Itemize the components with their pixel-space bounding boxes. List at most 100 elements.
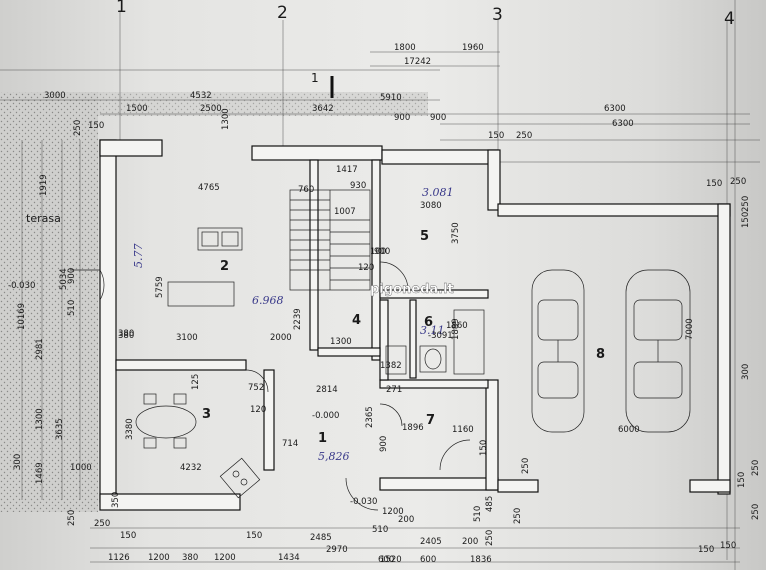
dimensions-inner-label: 2000: [270, 333, 292, 343]
car-right: [625, 269, 691, 433]
dimensions-inner-label: 271: [386, 385, 402, 395]
handwritten-note-3: 3.081: [422, 186, 454, 199]
dimensions-left-label: 380: [118, 329, 134, 339]
dimensions-top-label: 17242: [404, 57, 431, 67]
dimensions-inner-label: 760: [298, 185, 314, 195]
dimensions-inner-label: 3100: [176, 333, 198, 343]
dimensions-left-label: 250: [67, 510, 77, 526]
room-label-3: 3: [202, 407, 211, 422]
dimensions-inner-label: 900: [374, 247, 390, 257]
dimensions-bottom-label: 1836: [470, 555, 492, 565]
dimensions-right-label: 250: [741, 196, 751, 212]
dimensions-inner-label: 1860: [446, 321, 468, 331]
dimensions-inner-label: 900: [379, 436, 389, 452]
dimensions-top-label: 900: [430, 113, 446, 123]
room-label-4: 4: [352, 313, 361, 328]
dimensions-inner-label: 3750: [451, 222, 461, 244]
watermark: pigoneda.lt: [370, 282, 454, 297]
dimensions-inner-label: 4232: [180, 463, 202, 473]
dimensions-top-label: 6300: [604, 104, 626, 114]
dimensions-bottom-label: 1126: [108, 553, 130, 563]
dimensions-bottom-label: 150: [246, 531, 262, 541]
dimensions-right-label: 250: [521, 458, 531, 474]
dimension-lines-left: [21, 140, 81, 500]
dimensions-bottom-label: 200: [462, 537, 478, 547]
dimensions-right-label: 250: [730, 177, 746, 187]
dimensions-bottom-label: 250: [513, 508, 523, 524]
terrace-top-strip: [98, 92, 428, 116]
dimensions-inner-label: 3080: [420, 201, 442, 211]
axis-label-2: 2: [277, 3, 288, 23]
handwritten-note-1: 5.77: [132, 244, 145, 269]
handwritten-note-2: 6.968: [252, 294, 284, 307]
dimensions-bottom-label: 600: [420, 555, 436, 565]
dimensions-right-label: 150: [706, 179, 722, 189]
dimensions-top-label: 1800: [394, 43, 416, 53]
dimensions-left-label: 1300: [35, 408, 45, 430]
dimensions-bottom-label: 380: [182, 553, 198, 563]
dimensions-inner-label: 4765: [198, 183, 220, 193]
bathroom-fixtures: [385, 309, 485, 375]
dimensions-bottom-label: 150: [120, 531, 136, 541]
dimensions-bottom-label: 485: [485, 496, 495, 512]
dimension-lines-top: [0, 51, 760, 163]
dimensions-bottom-label: 1520: [380, 555, 402, 565]
dimensions-bottom-label: 2405: [420, 537, 442, 547]
axis-label-3: 3: [492, 5, 503, 25]
dimensions-left-label: 510: [67, 300, 77, 316]
exterior-walls: [99, 139, 731, 511]
dimensions-bottom-label: 510: [372, 525, 388, 535]
dimension-lines-bottom: [90, 527, 740, 563]
dimensions-inner-label: 1417: [336, 165, 358, 175]
dimensions-inner-label: 5759: [155, 276, 165, 298]
dimensions-inner-label: -3091: [428, 331, 453, 341]
dimensions-inner-label: 1382: [380, 361, 402, 371]
living-furniture: [167, 227, 243, 307]
dimensions-inner-label: 714: [282, 439, 298, 449]
dimensions-inner-label: 1300: [330, 337, 352, 347]
dimensions-inner-label: 2365: [365, 406, 375, 428]
dimensions-top-label: 3642: [312, 104, 334, 114]
dimensions-top-label: 6300: [612, 119, 634, 129]
dimensions-inner-label: 930: [350, 181, 366, 191]
dimensions-left-label: 2981: [35, 338, 45, 360]
dimensions-bottom-label: 250: [94, 519, 110, 529]
dimensions-top-label: 5910: [380, 93, 402, 103]
dimensions-bottom-label: 1434: [278, 553, 300, 563]
elevation-hall: -0.000: [312, 411, 339, 421]
dimensions-left-label: 1469: [35, 462, 45, 484]
dimensions-left-label: 300: [13, 454, 23, 470]
dimensions-top-label: 150: [488, 131, 504, 141]
dimensions-inner-label: 600: [378, 555, 394, 565]
dimensions-left-label: 900: [67, 268, 77, 284]
dimensions-left-label: 350: [111, 492, 121, 508]
dimensions-left-label: 5034: [59, 268, 69, 290]
handwritten-note-4: 3.11: [420, 324, 445, 337]
room-label-7: 7: [426, 413, 435, 428]
dimensions-top-label: 250: [516, 131, 532, 141]
handwritten-note-5: 5,826: [318, 450, 350, 463]
dimensions-bottom-label: 2970: [326, 545, 348, 555]
dimensions-top-label: 1500: [126, 104, 148, 114]
elevation-left: -0.030: [8, 281, 35, 291]
dimensions-inner-label: 1889: [451, 318, 461, 340]
kitchen-stove: [219, 457, 261, 499]
dimensions-top-label: 3000: [44, 91, 66, 101]
dimensions-bottom-label: 1200: [214, 553, 236, 563]
dimensions-inner-label: 6000: [618, 425, 640, 435]
dimensions-top-label: 150: [88, 121, 104, 131]
axis-label-1: 1: [116, 0, 127, 17]
door-swings: [70, 261, 471, 511]
dimensions-inner-label: 1896: [402, 423, 424, 433]
dimensions-left-label: 3635: [55, 418, 65, 440]
dimensions-inner-label: 120: [358, 263, 374, 273]
room-label-5: 5: [420, 229, 429, 244]
dimensions-top-label: 900: [394, 113, 410, 123]
dimensions-right-label: 150: [720, 541, 736, 551]
dimensions-right-label: 250: [751, 504, 761, 520]
